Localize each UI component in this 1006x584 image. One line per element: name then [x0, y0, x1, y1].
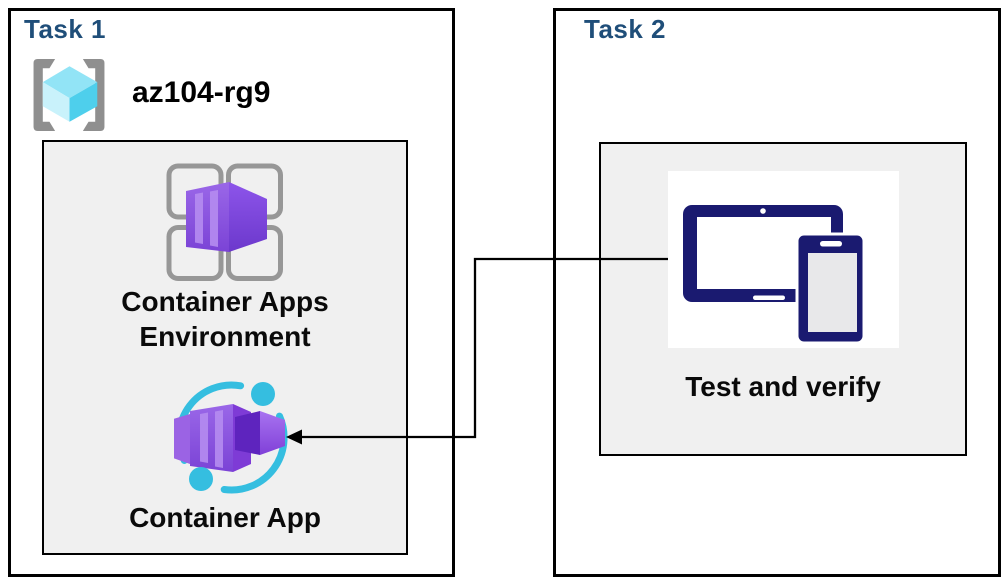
resource-group-name: az104-rg9	[132, 76, 271, 109]
task1-title: Task 1	[24, 14, 107, 44]
environment-label-line2: Environment	[139, 321, 311, 352]
environment-label: Container Apps Environment	[42, 284, 408, 354]
container-apps-environment-icon	[166, 161, 283, 281]
task2-title: Task 2	[584, 14, 667, 44]
devices-icon-plate	[668, 171, 899, 348]
devices-icon	[668, 171, 899, 348]
container-app-label: Container App	[129, 502, 321, 533]
container-app-icon	[173, 380, 290, 494]
verify-label: Test and verify	[685, 371, 881, 402]
resource-group-icon	[30, 58, 108, 132]
environment-label-line1: Container Apps	[121, 286, 329, 317]
